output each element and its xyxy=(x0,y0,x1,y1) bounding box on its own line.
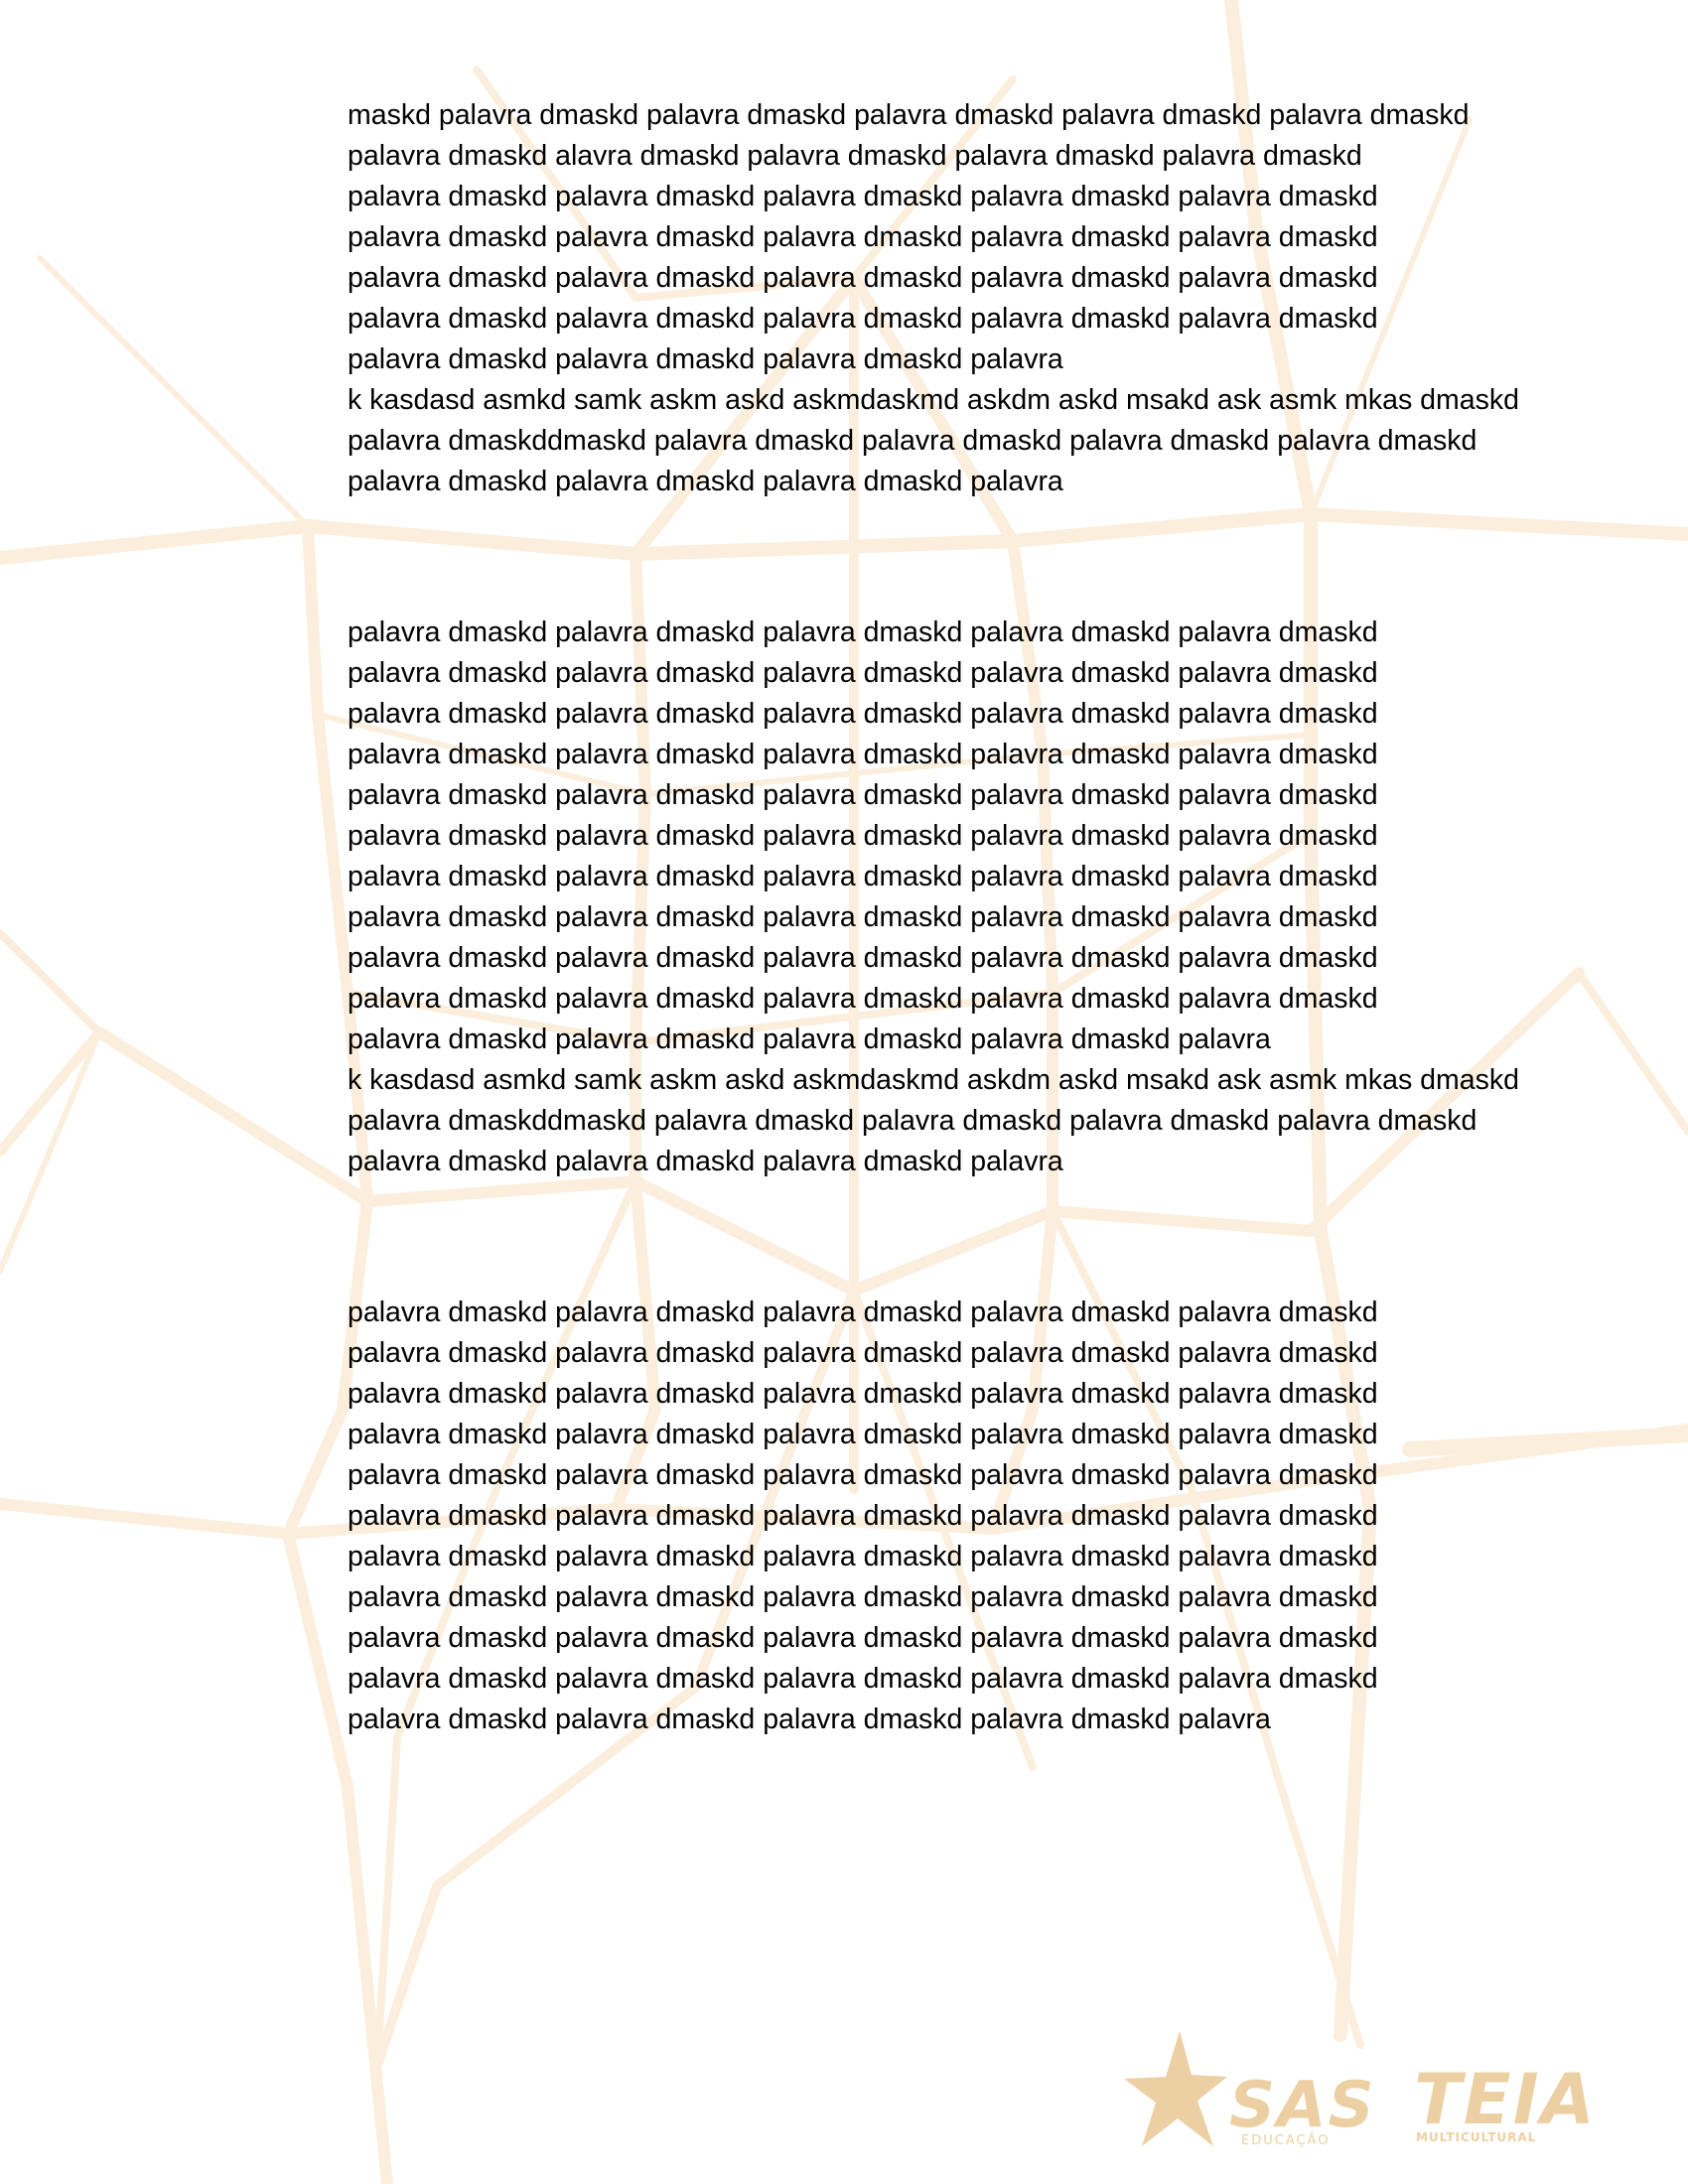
text-line: palavra dmaskddmaskd palavra dmaskd pala… xyxy=(348,425,1477,457)
text-line: palavra dmaskd palavra dmaskd palavra dm… xyxy=(348,1337,1378,1369)
text-line: palavra dmaskd palavra dmaskd palavra dm… xyxy=(348,1541,1378,1572)
text-line: palavra dmaskd palavra dmaskd palavra dm… xyxy=(348,861,1378,892)
text-line: k kasdasd asmkd samk askm askd askmdaskm… xyxy=(348,384,1519,416)
text-line: palavra dmaskd alavra dmaskd palavra dma… xyxy=(348,140,1362,172)
paragraph-2: palavra dmaskd palavra dmaskd palavra dm… xyxy=(348,613,1638,1182)
sas-logo-text: SAS xyxy=(1229,2069,1376,2142)
teia-logo: TEIA MULTICULTURAL xyxy=(1414,2065,1603,2144)
text-line: k kasdasd asmkd samk askm askd askmdaskm… xyxy=(348,1064,1519,1096)
teia-logo-text: TEIA xyxy=(1414,2059,1597,2140)
paragraph-3: palavra dmaskd palavra dmaskd palavra dm… xyxy=(348,1293,1638,1740)
text-line: palavra dmaskd palavra dmaskd palavra dm… xyxy=(348,1146,1063,1177)
star-icon xyxy=(1124,2031,1227,2146)
text-line: palavra dmaskd palavra dmaskd palavra dm… xyxy=(348,698,1378,730)
text-line: palavra dmaskd palavra dmaskd palavra dm… xyxy=(348,466,1063,497)
text-line: palavra dmaskd palavra dmaskd palavra dm… xyxy=(348,1297,1378,1328)
text-line: palavra dmaskd palavra dmaskd palavra dm… xyxy=(348,739,1378,770)
text-line: palavra dmaskd palavra dmaskd palavra dm… xyxy=(348,1663,1378,1695)
paragraph-1: maskd palavra dmaskd palavra dmaskd pala… xyxy=(348,95,1638,502)
text-line: palavra dmaskd palavra dmaskd palavra dm… xyxy=(348,942,1378,974)
text-line: palavra dmaskd palavra dmaskd palavra dm… xyxy=(348,1459,1378,1491)
text-line: palavra dmaskd palavra dmaskd palavra dm… xyxy=(348,221,1378,253)
footer-logos: SAS EDUCAÇÃO TEIA MULTICULTURAL xyxy=(1112,2025,1609,2154)
text-line: palavra dmaskd palavra dmaskd palavra dm… xyxy=(348,657,1378,689)
sas-logo-subtext: EDUCAÇÃO xyxy=(1241,2133,1331,2148)
text-line: palavra dmaskd palavra dmaskd palavra dm… xyxy=(348,983,1378,1015)
text-line: maskd palavra dmaskd palavra dmaskd pala… xyxy=(348,99,1470,131)
text-line: palavra dmaskd palavra dmaskd palavra dm… xyxy=(348,1378,1378,1410)
text-line: palavra dmaskd palavra dmaskd palavra dm… xyxy=(348,262,1378,294)
text-line: palavra dmaskd palavra dmaskd palavra dm… xyxy=(348,343,1063,375)
text-line: palavra dmaskd palavra dmaskd palavra dm… xyxy=(348,1024,1271,1055)
text-line: palavra dmaskd palavra dmaskd palavra dm… xyxy=(348,1500,1378,1532)
text-line: palavra dmaskd palavra dmaskd palavra dm… xyxy=(348,181,1378,212)
text-line: palavra dmaskd palavra dmaskd palavra dm… xyxy=(348,820,1378,852)
text-line: palavra dmaskd palavra dmaskd palavra dm… xyxy=(348,901,1378,933)
sas-logo: SAS EDUCAÇÃO xyxy=(1120,2029,1374,2150)
text-line: palavra dmaskd palavra dmaskd palavra dm… xyxy=(348,1419,1378,1450)
teia-logo-subtext: MULTICULTURAL xyxy=(1416,2130,1537,2144)
text-line: palavra dmaskddmaskd palavra dmaskd pala… xyxy=(348,1105,1477,1137)
text-line: palavra dmaskd palavra dmaskd palavra dm… xyxy=(348,1581,1378,1613)
text-line: palavra dmaskd palavra dmaskd palavra dm… xyxy=(348,779,1378,811)
text-line: palavra dmaskd palavra dmaskd palavra dm… xyxy=(348,1704,1271,1735)
text-line: palavra dmaskd palavra dmaskd palavra dm… xyxy=(348,303,1378,335)
document-body: maskd palavra dmaskd palavra dmaskd pala… xyxy=(348,95,1638,1740)
text-line: palavra dmaskd palavra dmaskd palavra dm… xyxy=(348,1622,1378,1654)
text-line: palavra dmaskd palavra dmaskd palavra dm… xyxy=(348,616,1378,648)
